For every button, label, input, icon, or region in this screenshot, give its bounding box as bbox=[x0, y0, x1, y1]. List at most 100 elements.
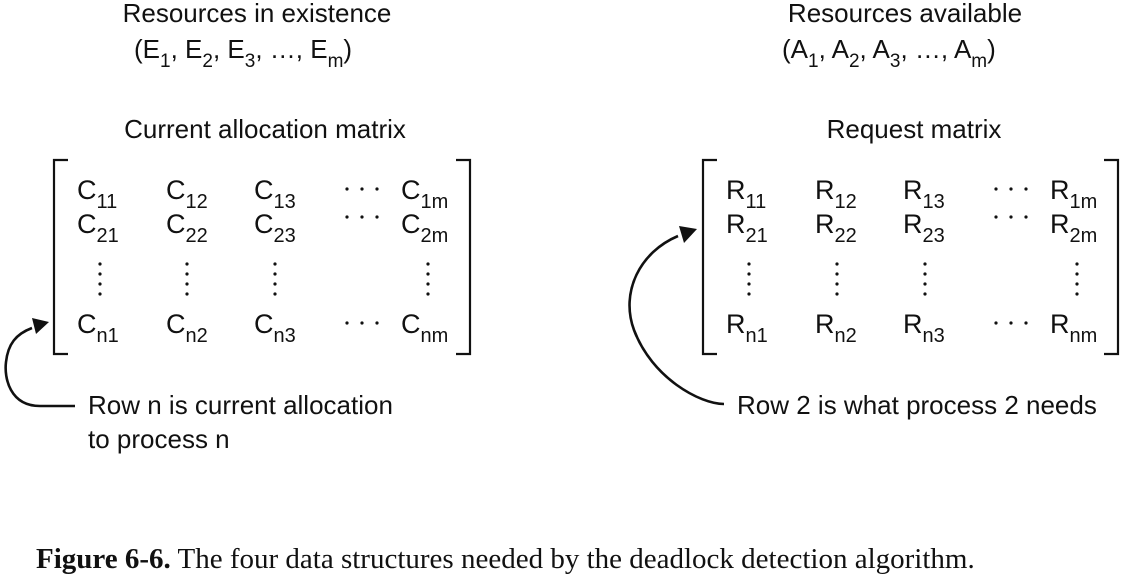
allocation-cell: C1m bbox=[401, 175, 448, 213]
allocation-column-ellipsis-dot bbox=[273, 272, 277, 276]
allocation-arrow-head bbox=[32, 318, 49, 334]
request-cell-subscript: 2m bbox=[1070, 225, 1098, 247]
request-column-ellipsis-dot bbox=[747, 282, 751, 286]
allocation-matrix-left-bracket bbox=[52, 158, 68, 356]
allocation-cell: C23 bbox=[254, 209, 296, 247]
allocation-row-ellipsis-dot bbox=[345, 215, 349, 219]
allocation-row-ellipsis-dot bbox=[375, 187, 379, 191]
request-row-ellipsis-dot bbox=[1009, 215, 1013, 219]
allocation-cell-letter: C bbox=[254, 309, 274, 339]
allocation-note-line2: to process n bbox=[88, 424, 230, 454]
request-cell-letter: R bbox=[815, 175, 835, 205]
allocation-row-ellipsis-dot bbox=[375, 321, 379, 325]
allocation-cell: Cnm bbox=[401, 309, 448, 347]
request-cell: Rn3 bbox=[903, 309, 945, 347]
allocation-column-ellipsis-dot bbox=[185, 282, 189, 286]
allocation-cell: C21 bbox=[77, 209, 119, 247]
request-cell-subscript: 12 bbox=[835, 191, 857, 213]
request-column-ellipsis-dot bbox=[835, 262, 839, 266]
allocation-cell: Cn1 bbox=[77, 309, 119, 347]
request-arrow bbox=[628, 226, 725, 406]
allocation-cell: C11 bbox=[77, 175, 117, 213]
allocation-cell-letter: C bbox=[166, 175, 186, 205]
allocation-cell-subscript: nm bbox=[421, 325, 449, 347]
request-cell: R11 bbox=[726, 175, 766, 213]
caption-label: Figure 6-6. bbox=[36, 543, 171, 575]
allocation-matrix-title: Current allocation matrix bbox=[124, 114, 406, 144]
allocation-cell: C12 bbox=[166, 175, 208, 213]
allocation-column-ellipsis-dot bbox=[98, 262, 102, 266]
allocation-cell-subscript: 23 bbox=[274, 225, 296, 247]
request-cell-letter: R bbox=[726, 209, 746, 239]
allocation-cell-subscript: 22 bbox=[186, 225, 208, 247]
allocation-column-ellipsis-dot bbox=[98, 282, 102, 286]
request-column-ellipsis-dot bbox=[1075, 262, 1079, 266]
allocation-column-ellipsis-dot bbox=[426, 262, 430, 266]
allocation-cell-subscript: 13 bbox=[274, 191, 296, 213]
allocation-column-ellipsis-dot bbox=[98, 292, 102, 296]
request-column-ellipsis-dot bbox=[835, 272, 839, 276]
request-cell-letter: R bbox=[903, 309, 923, 339]
available-vector: (A1, A2, A3, …, Am) bbox=[782, 34, 996, 72]
allocation-column-ellipsis-dot bbox=[426, 282, 430, 286]
request-cell-letter: R bbox=[903, 209, 923, 239]
request-column-ellipsis-dot bbox=[1075, 282, 1079, 286]
request-cell-letter: R bbox=[726, 175, 746, 205]
request-cell: Rn1 bbox=[726, 309, 768, 347]
allocation-note-line1: Row n is current allocation bbox=[88, 390, 393, 420]
request-column-ellipsis-dot bbox=[923, 272, 927, 276]
request-row-ellipsis-dot bbox=[1024, 321, 1028, 325]
allocation-column-ellipsis-dot bbox=[185, 262, 189, 266]
allocation-cell-letter: C bbox=[401, 209, 421, 239]
allocation-cell-subscript: 2m bbox=[421, 225, 449, 247]
allocation-cell-letter: C bbox=[166, 209, 186, 239]
caption-text: The four data structures needed by the d… bbox=[178, 543, 975, 575]
allocation-cell-letter: C bbox=[77, 175, 97, 205]
allocation-column-ellipsis-dot bbox=[185, 292, 189, 296]
request-cell-letter: R bbox=[1050, 209, 1070, 239]
request-column-ellipsis-dot bbox=[835, 292, 839, 296]
request-cell: R2m bbox=[1050, 209, 1097, 247]
allocation-cell-subscript: n3 bbox=[274, 325, 296, 347]
allocation-cell-letter: C bbox=[254, 209, 274, 239]
request-row-ellipsis-dot bbox=[994, 215, 998, 219]
request-cell-letter: R bbox=[815, 209, 835, 239]
request-cell-subscript: nm bbox=[1070, 325, 1098, 347]
request-cell-subscript: 23 bbox=[923, 225, 945, 247]
request-cell-subscript: 1m bbox=[1070, 191, 1098, 213]
request-cell: R1m bbox=[1050, 175, 1097, 213]
allocation-row-ellipsis-dot bbox=[360, 215, 364, 219]
request-cell-subscript: n1 bbox=[746, 325, 768, 347]
allocation-cell-letter: C bbox=[77, 309, 97, 339]
allocation-cell: C2m bbox=[401, 209, 448, 247]
allocation-column-ellipsis-dot bbox=[273, 262, 277, 266]
request-arrow-head bbox=[679, 226, 697, 243]
allocation-row-ellipsis-dot bbox=[360, 187, 364, 191]
allocation-cell-subscript: 1m bbox=[421, 191, 449, 213]
allocation-row-ellipsis-dot bbox=[375, 215, 379, 219]
allocation-column-ellipsis-dot bbox=[185, 272, 189, 276]
request-column-ellipsis-dot bbox=[747, 272, 751, 276]
allocation-cell-subscript: n2 bbox=[186, 325, 208, 347]
allocation-cell: Cn2 bbox=[166, 309, 208, 347]
allocation-cell-letter: C bbox=[166, 309, 186, 339]
available-vector-title: Resources available bbox=[788, 0, 1022, 28]
request-column-ellipsis-dot bbox=[923, 262, 927, 266]
allocation-cell-letter: C bbox=[401, 175, 421, 205]
request-cell-letter: R bbox=[1050, 309, 1070, 339]
request-matrix-title: Request matrix bbox=[827, 114, 1002, 144]
allocation-column-ellipsis-dot bbox=[273, 292, 277, 296]
request-column-ellipsis-dot bbox=[1075, 272, 1079, 276]
allocation-cell-letter: C bbox=[254, 175, 274, 205]
request-row-ellipsis-dot bbox=[1024, 215, 1028, 219]
request-cell: Rn2 bbox=[815, 309, 857, 347]
request-cell-subscript: 11 bbox=[746, 191, 767, 213]
request-row-ellipsis-dot bbox=[1009, 187, 1013, 191]
request-cell-letter: R bbox=[903, 175, 923, 205]
allocation-arrow-curve bbox=[4, 326, 75, 408]
allocation-cell-subscript: 11 bbox=[97, 191, 118, 213]
allocation-cell-subscript: n1 bbox=[97, 325, 119, 347]
